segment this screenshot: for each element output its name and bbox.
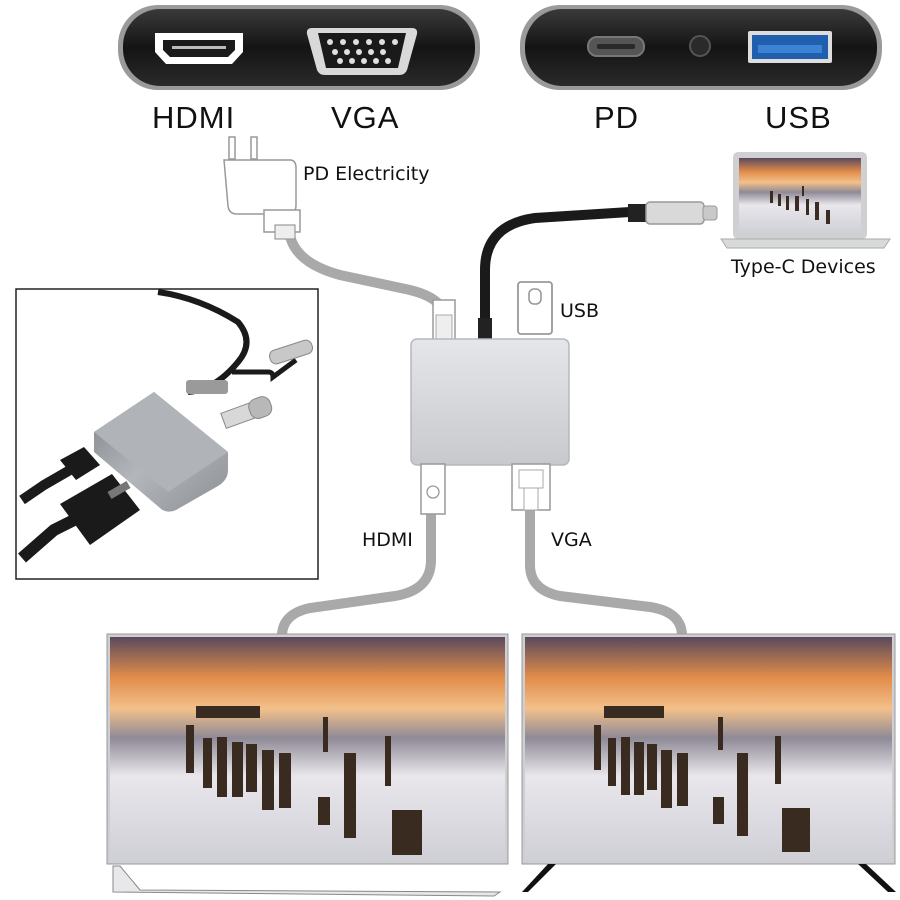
vga-port-icon xyxy=(306,28,418,75)
hdmi-port-icon xyxy=(155,33,243,64)
power-adapter-icon xyxy=(223,136,301,240)
monitor-right xyxy=(521,633,896,892)
type-c-device-cable xyxy=(478,201,718,340)
pd-power-cable xyxy=(284,225,456,341)
vga-connection-label: VGA xyxy=(551,529,592,551)
hdmi-connection-label: HDMI xyxy=(362,529,413,551)
usb-a-port-icon xyxy=(748,31,832,63)
vga-output-cable xyxy=(525,505,687,641)
hdmi-output-cable xyxy=(277,505,436,641)
top-pd-label: PD xyxy=(594,100,640,135)
type-c-devices-label: Type-C Devices xyxy=(731,256,876,278)
monitor-right-pilings xyxy=(594,706,810,852)
led-indicator-icon xyxy=(689,35,711,57)
top-vga-label: VGA xyxy=(331,100,400,135)
top-hdmi-label: HDMI xyxy=(152,100,236,135)
usb-c-port-icon xyxy=(587,36,645,57)
usb-flash-drive-icon xyxy=(517,281,553,335)
pd-electricity-label: PD Electricity xyxy=(303,163,430,185)
monitor-left xyxy=(106,633,509,897)
top-usb-label: USB xyxy=(765,100,832,135)
product-photo-inset xyxy=(15,288,319,580)
monitor-left-pilings xyxy=(186,706,422,855)
usb-c-hub-icon xyxy=(410,338,570,515)
laptop-icon xyxy=(720,152,891,249)
usb-connection-label: USB xyxy=(560,300,600,322)
